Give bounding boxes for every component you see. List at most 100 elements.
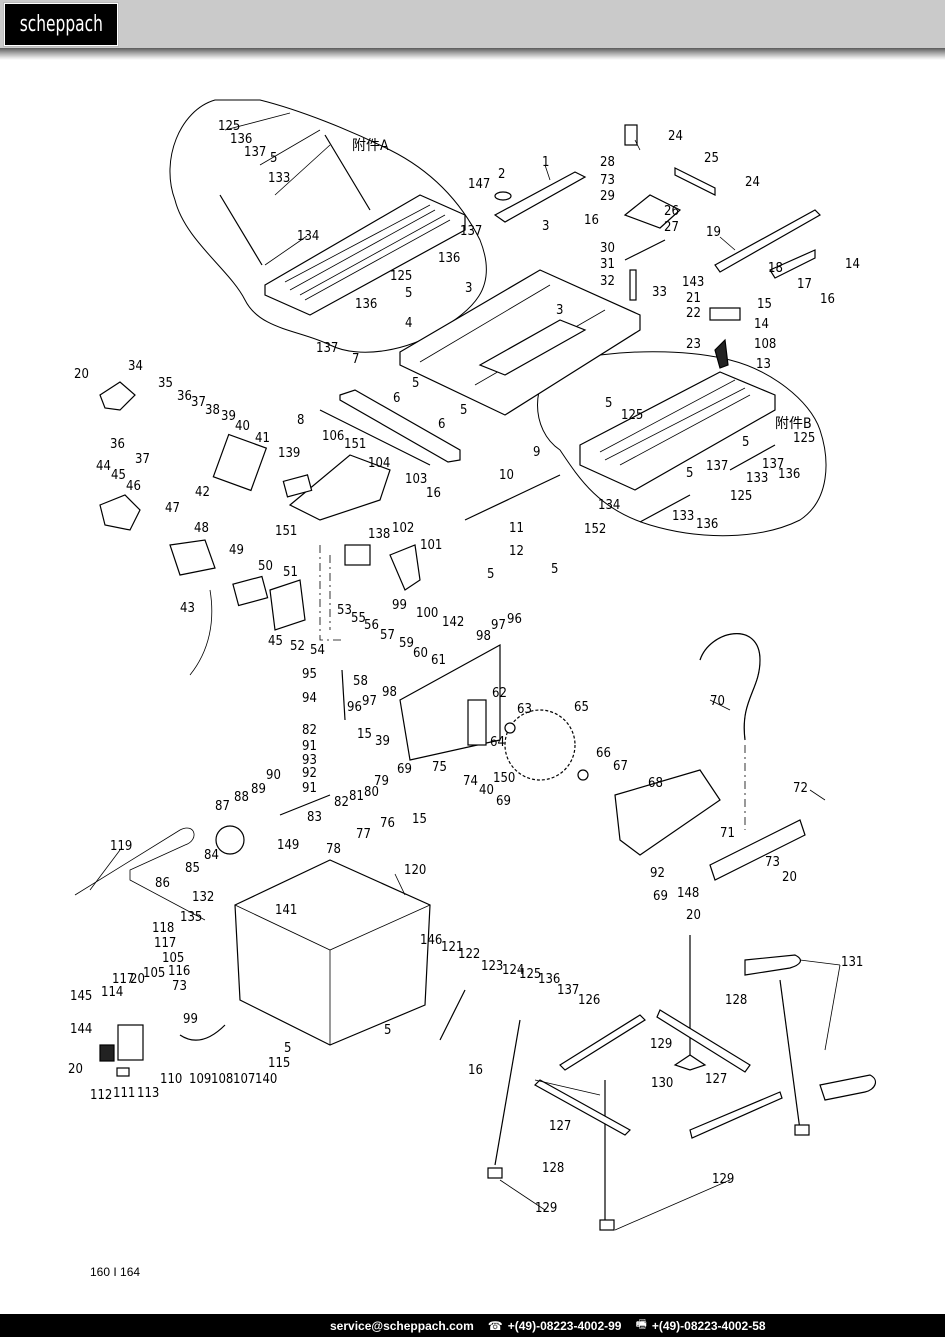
label-84: 84 [204,848,219,863]
label-47: 47 [165,501,180,516]
extension-table-b [579,371,776,523]
label-13: 13 [756,357,771,372]
label-148: 148 [677,886,699,901]
label-69: 69 [653,889,668,904]
label-85: 85 [185,861,200,876]
label-113: 113 [137,1086,159,1101]
page-footer: service@scheppach.com ☎ +(49)-08223-4002… [0,1314,945,1337]
label-73: 73 [600,173,615,188]
label-79: 79 [374,774,389,789]
label-5: 5 [384,1023,391,1038]
wrench-123 [439,989,466,1041]
label-3: 3 [542,219,549,234]
label-94: 94 [302,691,317,706]
label-9: 9 [533,445,540,460]
label-112: 112 [90,1088,112,1103]
label-111: 111 [113,1086,135,1101]
label-99: 99 [183,1012,198,1027]
label-130: 130 [651,1076,673,1091]
label-53: 53 [337,603,352,618]
email-text[interactable]: service@scheppach.com [330,1318,474,1333]
label-136: 136 [438,251,460,266]
label-46: 46 [126,479,141,494]
label-90: 90 [266,768,281,783]
exploded-parts-diagram: 1 2 147 28 24 25 24 73 29 26 16 27 30 31… [0,60,950,1300]
label-17: 17 [797,277,812,292]
label-49: 49 [229,543,244,558]
label-24: 24 [745,175,760,190]
switch-112 [99,1044,115,1062]
label-121: 121 [441,940,463,955]
label-20: 20 [130,972,145,987]
riving-knife [389,544,421,591]
label-103: 103 [405,472,427,487]
label-62: 62 [492,686,507,701]
label-5: 5 [742,435,749,450]
label-137: 137 [557,983,579,998]
label-144: 144 [70,1022,92,1037]
label-119: 119 [110,839,132,854]
label-5: 5 [686,466,693,481]
label-104: 104 [368,456,390,471]
label-29: 29 [600,189,615,204]
label-5: 5 [405,286,412,301]
footer-email[interactable]: service@scheppach.com [330,1319,474,1333]
label-120: 120 [404,863,426,878]
label-125: 125 [793,431,815,446]
label-133: 133 [672,509,694,524]
label-18: 18 [768,261,783,276]
label-34: 34 [128,359,143,374]
label-99: 99 [392,598,407,613]
label-127: 127 [705,1072,727,1087]
label-5: 5 [551,562,558,577]
label-139 [282,474,313,498]
power-cord-43 [189,589,213,676]
label-152: 152 [584,522,606,537]
flange-63 [504,722,516,734]
label-134: 134 [598,498,620,513]
label-4: 4 [405,316,412,331]
label-73: 73 [172,979,187,994]
label-80: 80 [364,785,379,800]
label-69: 69 [496,794,511,809]
label-28: 28 [600,155,615,170]
saw-blade-65 [504,709,576,781]
label-6: 6 [393,391,400,406]
label-125: 125 [390,269,412,284]
label-51: 51 [283,565,298,580]
page-number: 160 I 164 [90,1265,141,1279]
footer-fax: 🖷 +(49)-08223-4002-58 [635,1315,765,1336]
handwheel-87 [215,825,245,855]
label-95: 95 [302,667,317,682]
label-136: 136 [230,132,252,147]
label-7: 7 [352,352,359,367]
label-41: 41 [255,431,270,446]
label-19: 19 [706,225,721,240]
label-142: 142 [442,615,464,630]
label-96: 96 [507,612,522,627]
label-81: 81 [349,789,364,804]
label-140: 140 [255,1072,277,1087]
label-35: 35 [158,376,173,391]
phone-icon: ☎ [487,1318,503,1333]
label-63: 63 [517,702,532,717]
label-136: 136 [696,517,718,532]
label-59: 59 [399,636,414,651]
label-14: 14 [845,257,860,272]
label-52: 52 [290,639,305,654]
label-129: 129 [535,1201,557,1216]
label-36: 36 [177,389,192,404]
label-67: 67 [613,759,628,774]
label-87: 87 [215,799,230,814]
phone-text: +(49)-08223-4002-99 [507,1318,622,1333]
label-77: 77 [356,827,371,842]
label-83: 83 [307,810,322,825]
fence-lock [709,307,741,321]
label-25: 25 [704,151,719,166]
label-102: 102 [392,521,414,536]
scheppach-logo: scheppach [3,2,119,47]
label-22: 22 [686,306,701,321]
label-12: 12 [509,544,524,559]
label-117: 117 [112,972,134,987]
extension-table-a [219,134,466,316]
